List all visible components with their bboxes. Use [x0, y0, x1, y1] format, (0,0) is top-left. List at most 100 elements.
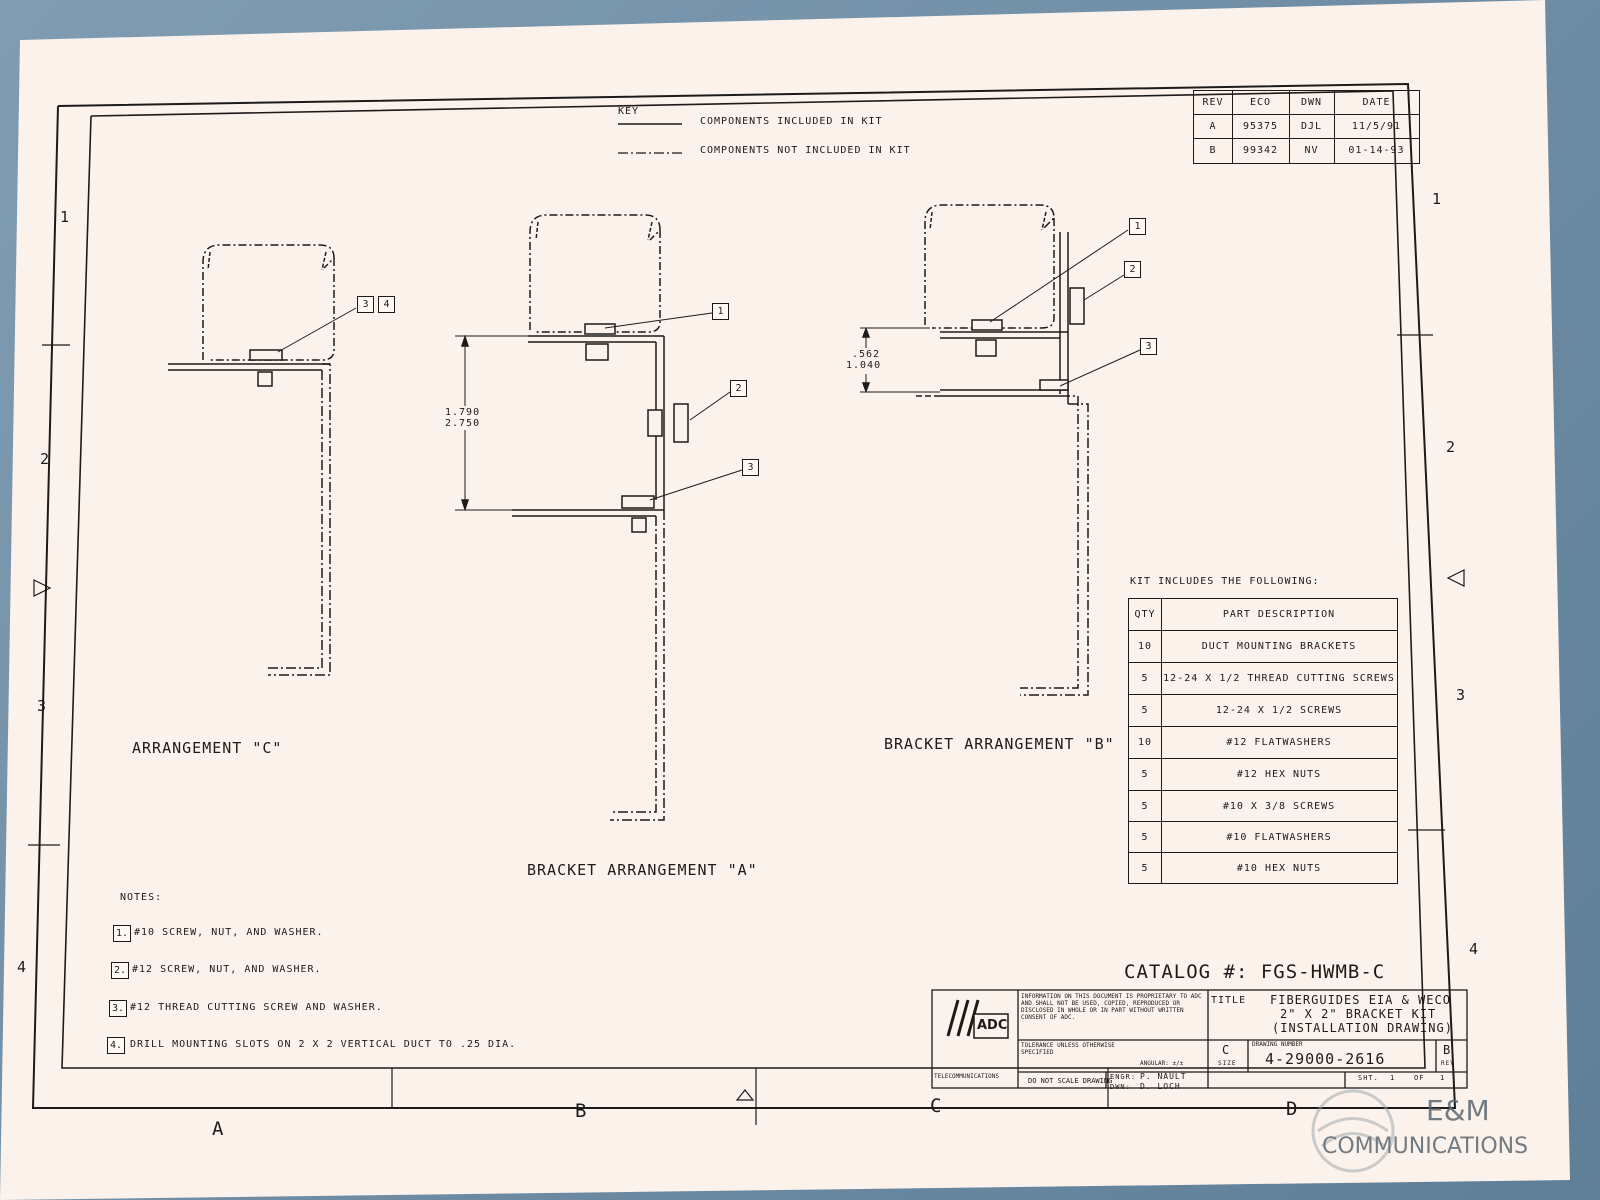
callout-a-3: 3	[742, 459, 759, 476]
kit-row-desc: #10 X 3/8 SCREWS	[1161, 791, 1397, 822]
drawing-number-label: DRAWING NUMBER	[1252, 1041, 1303, 1048]
dimension-b-top: .562	[852, 349, 881, 360]
sheet-label: SHT.	[1358, 1074, 1379, 1082]
note-number: 1.	[113, 925, 131, 942]
title-line-2: 2" X 2" BRACKET KIT	[1280, 1007, 1437, 1021]
angular-label: ANGULAR: ±/±	[1140, 1060, 1184, 1067]
title-line-3: (INSTALLATION DRAWING)	[1272, 1021, 1453, 1035]
kit-row-desc: 12-24 X 1/2 THREAD CUTTING SCREWS	[1161, 663, 1397, 695]
kit-row-desc: #10 FLATWASHERS	[1161, 822, 1397, 853]
date-a: 11/5/91	[1351, 120, 1402, 132]
kit-heading: KIT INCLUDES THE FOLLOWING:	[1130, 576, 1320, 587]
watermark-globe-icon	[1311, 1089, 1395, 1173]
eco-header: ECO	[1249, 97, 1272, 108]
title-line-1: FIBERGUIDES EIA & WECO	[1270, 993, 1451, 1007]
key-heading: KEY	[618, 106, 640, 117]
watermark-line-2: COMMUNICATIONS	[1322, 1134, 1529, 1159]
rev-header: REV	[1202, 97, 1224, 108]
zone-4-left: 4	[17, 958, 28, 976]
zone-c: C	[930, 1095, 943, 1117]
zone-d: D	[1286, 1098, 1299, 1120]
tolerance-label: TOLERANCE UNLESS OTHERWISE SPECIFIED	[1021, 1042, 1115, 1056]
revision-table: REV ECO DWN DATE A 95375 DJL 11/5/91 B 9…	[1193, 90, 1420, 164]
callout-b-1: 1	[1129, 218, 1146, 235]
title-label: TITLE	[1211, 995, 1247, 1006]
zone-a: A	[212, 1118, 225, 1140]
watermark: E&M COMMUNICATIONS	[1311, 1086, 1578, 1176]
note-number: 2.	[111, 962, 129, 979]
note-text: #10 SCREW, NUT, AND WASHER.	[134, 927, 324, 938]
callout-c-3: 3	[357, 296, 374, 313]
zone-4-right: 4	[1469, 940, 1480, 958]
kit-row-desc: #12 FLATWASHERS	[1161, 727, 1397, 759]
kit-row-qty: 5	[1129, 663, 1161, 695]
kit-table: QTY PART DESCRIPTION 10 DUCT MOUNTING BR…	[1128, 598, 1398, 884]
zone-b: B	[575, 1100, 588, 1122]
kit-row-desc: DUCT MOUNTING BRACKETS	[1161, 631, 1397, 663]
kit-row-qty: 10	[1129, 631, 1161, 663]
note-text: #12 THREAD CUTTING SCREW AND WASHER.	[130, 1002, 383, 1013]
kit-row-qty: 5	[1141, 862, 1149, 874]
arrangement-c-drawing	[168, 244, 357, 676]
size-label: SIZE	[1218, 1060, 1237, 1067]
kit-row-desc: 12-24 X 1/2 SCREWS	[1161, 695, 1397, 727]
rev-value: B	[1443, 1043, 1452, 1057]
arrangement-a-label: BRACKET ARRANGEMENT "A"	[527, 861, 758, 879]
drawing-number: 4-29000-2616	[1265, 1050, 1386, 1068]
dimension-b-bottom: 1.040	[846, 360, 882, 371]
note-number: 4.	[107, 1037, 125, 1054]
adc-logo: ADC	[940, 996, 1010, 1044]
logo-text: ADC	[977, 1018, 1008, 1033]
key-not-included-label: COMPONENTS NOT INCLUDED IN KIT	[700, 145, 911, 156]
dimension-a-top: 1.790	[445, 407, 481, 418]
eco-b: 99342	[1242, 145, 1279, 156]
watermark-line-1: E&M	[1426, 1094, 1490, 1127]
dwn-value: D. LOCH	[1140, 1082, 1181, 1091]
rev-label: REV	[1441, 1060, 1455, 1067]
zone-3-left: 3	[37, 697, 48, 715]
callout-a-1: 1	[712, 303, 729, 320]
kit-row-qty: 5	[1129, 695, 1161, 727]
kit-row-qty: 10	[1129, 727, 1161, 759]
kit-row-qty: 5	[1129, 822, 1161, 853]
title-block-lines	[931, 989, 1468, 1089]
catalog-number: CATALOG #: FGS-HWMB-C	[1124, 961, 1386, 983]
note-number: 3.	[109, 1000, 127, 1017]
dwn-header: DWN	[1300, 97, 1323, 108]
proprietary-notice: INFORMATION ON THIS DOCUMENT IS PROPRIET…	[1021, 993, 1202, 1021]
zone-2-left: 2	[40, 450, 51, 468]
sheet-number: 1	[1390, 1074, 1396, 1082]
callout-a-2: 2	[730, 380, 747, 397]
dimension-a-bottom: 2.750	[445, 418, 481, 429]
zone-3-right: 3	[1456, 686, 1467, 704]
kit-row-qty: 5	[1129, 759, 1161, 791]
arrangement-b-label: BRACKET ARRANGEMENT "B"	[884, 735, 1115, 753]
notes-heading: NOTES:	[120, 892, 163, 903]
telecom-label: TELECOMMUNICATIONS	[934, 1073, 1000, 1080]
rev-b: B	[1209, 145, 1217, 156]
kit-row-qty: 5	[1129, 791, 1161, 822]
note-text: DRILL MOUNTING SLOTS ON 2 X 2 VERTICAL D…	[130, 1039, 517, 1050]
arrangement-a-drawing	[455, 214, 743, 821]
kit-qty-header: QTY	[1129, 599, 1161, 631]
kit-row-desc: #12 HEX NUTS	[1161, 759, 1397, 791]
date-header: DATE	[1362, 97, 1391, 108]
sheet-of: OF	[1414, 1074, 1425, 1082]
do-not-scale-note: DO NOT SCALE DRAWING	[1028, 1077, 1113, 1085]
dwn-a: DJL	[1300, 120, 1323, 132]
arrangement-b-drawing	[860, 204, 1141, 696]
rev-a: A	[1209, 120, 1217, 132]
callout-b-2: 2	[1124, 261, 1141, 278]
date-b: 01-14-93	[1348, 145, 1405, 156]
callout-c-4: 4	[378, 296, 395, 313]
size-value: C	[1222, 1043, 1231, 1057]
kit-row-desc: #10 HEX NUTS	[1236, 862, 1322, 874]
key-included-label: COMPONENTS INCLUDED IN KIT	[700, 116, 883, 127]
eco-a: 95375	[1242, 120, 1279, 132]
zone-1-left: 1	[60, 208, 71, 226]
dwn-b: NV	[1304, 145, 1319, 156]
arrangement-c-label: ARRANGEMENT "C"	[132, 739, 283, 757]
zone-2-right: 2	[1446, 438, 1457, 456]
sheet-total: 1	[1440, 1074, 1446, 1082]
